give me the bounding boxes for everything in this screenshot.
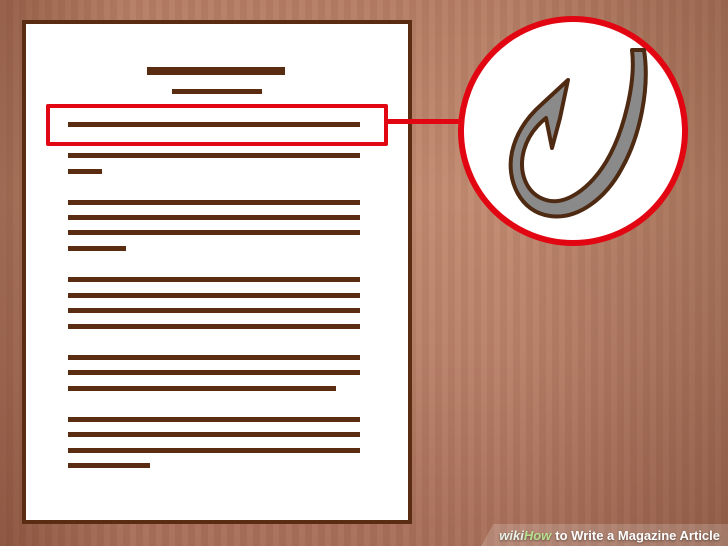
- document-page: [22, 20, 412, 524]
- document-title-line: [147, 67, 285, 75]
- paragraph-5-line: [68, 417, 360, 422]
- paragraph-3-line: [68, 277, 360, 282]
- opening-sentence-line: [68, 122, 360, 127]
- opening-hook-highlight: [46, 104, 388, 146]
- callout-connector: [384, 119, 464, 124]
- paragraph-1-line: [68, 153, 360, 158]
- document-subtitle-line: [172, 89, 262, 94]
- brand-how: How: [523, 527, 552, 543]
- paragraph-5-line: [68, 463, 150, 468]
- paragraph-5-line: [68, 432, 360, 437]
- paragraph-4-line: [68, 370, 360, 375]
- paragraph-2-line: [68, 230, 360, 235]
- fishhook-icon: [508, 48, 648, 219]
- paragraph-3-line: [68, 324, 360, 329]
- paragraph-2-line: [68, 246, 126, 251]
- paragraph-2-line: [68, 200, 360, 205]
- magnifier-callout: [458, 16, 688, 246]
- paragraph-3-line: [68, 293, 360, 298]
- paragraph-2-line: [68, 215, 360, 220]
- article-title: to Write a Magazine Article: [555, 527, 720, 543]
- paragraph-3-line: [68, 308, 360, 313]
- paragraph-1-line: [68, 169, 102, 174]
- paragraph-4-line: [68, 355, 360, 360]
- paragraph-5-line: [68, 448, 360, 453]
- watermark-footer: wiki How to Write a Magazine Article: [481, 524, 728, 546]
- brand-wiki: wiki: [499, 527, 524, 543]
- paragraph-4-line: [68, 386, 336, 391]
